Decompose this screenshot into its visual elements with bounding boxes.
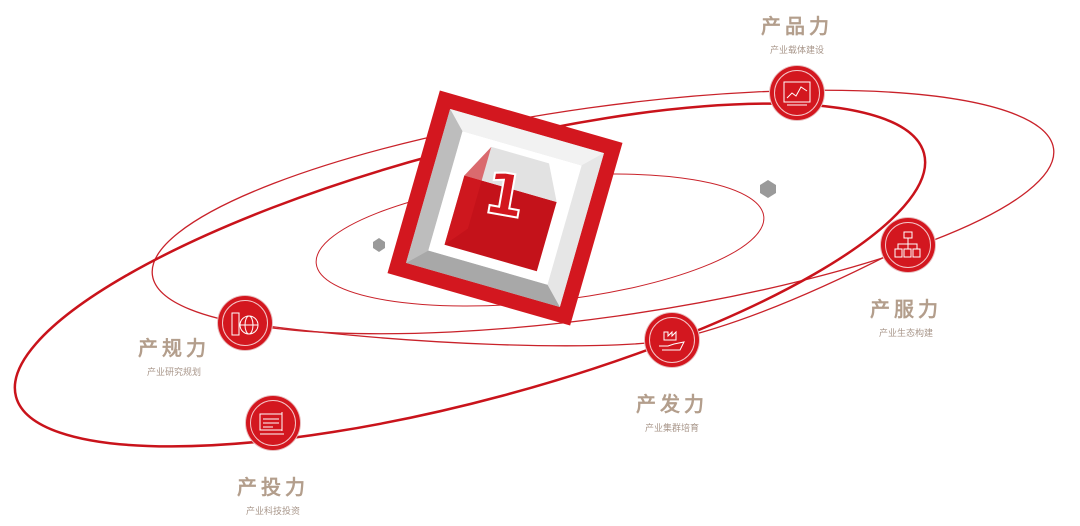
node-title: 产规力	[138, 336, 210, 360]
label-service: 产服力产业生态构建	[870, 293, 942, 339]
node-subtitle: 产业集群培育	[644, 424, 699, 434]
node-invest[interactable]	[246, 396, 300, 450]
chart-board-icon	[783, 81, 811, 106]
node-subtitle: 产业生态构建	[878, 329, 933, 339]
node-title: 产投力	[237, 475, 309, 499]
orbit-outer	[151, 89, 1055, 335]
node-plan[interactable]	[218, 296, 272, 350]
small-cube-icon	[760, 180, 776, 198]
label-invest: 产投力产业科技投资	[237, 471, 309, 517]
small-cube-icon	[373, 238, 385, 252]
node-title: 产服力	[870, 297, 942, 321]
label-develop: 产发力产业集群培育	[636, 388, 708, 434]
node-product[interactable]	[770, 66, 824, 120]
network-icon	[894, 231, 921, 258]
globe-building-icon	[231, 312, 259, 336]
node-develop[interactable]	[645, 313, 699, 367]
hand-factory-icon	[659, 330, 685, 351]
node-subtitle: 产业载体建设	[769, 46, 824, 56]
node-title: 产发力	[636, 392, 708, 416]
node-subtitle: 产业研究规划	[146, 368, 201, 378]
label-product: 产品力产业载体建设	[761, 10, 833, 56]
node-subtitle: 产业科技投资	[245, 507, 300, 517]
center-cube	[387, 90, 623, 326]
node-service[interactable]	[881, 218, 935, 272]
node-title: 产品力	[761, 14, 833, 38]
label-plan: 产规力产业研究规划	[138, 332, 210, 378]
document-icon	[259, 412, 284, 435]
